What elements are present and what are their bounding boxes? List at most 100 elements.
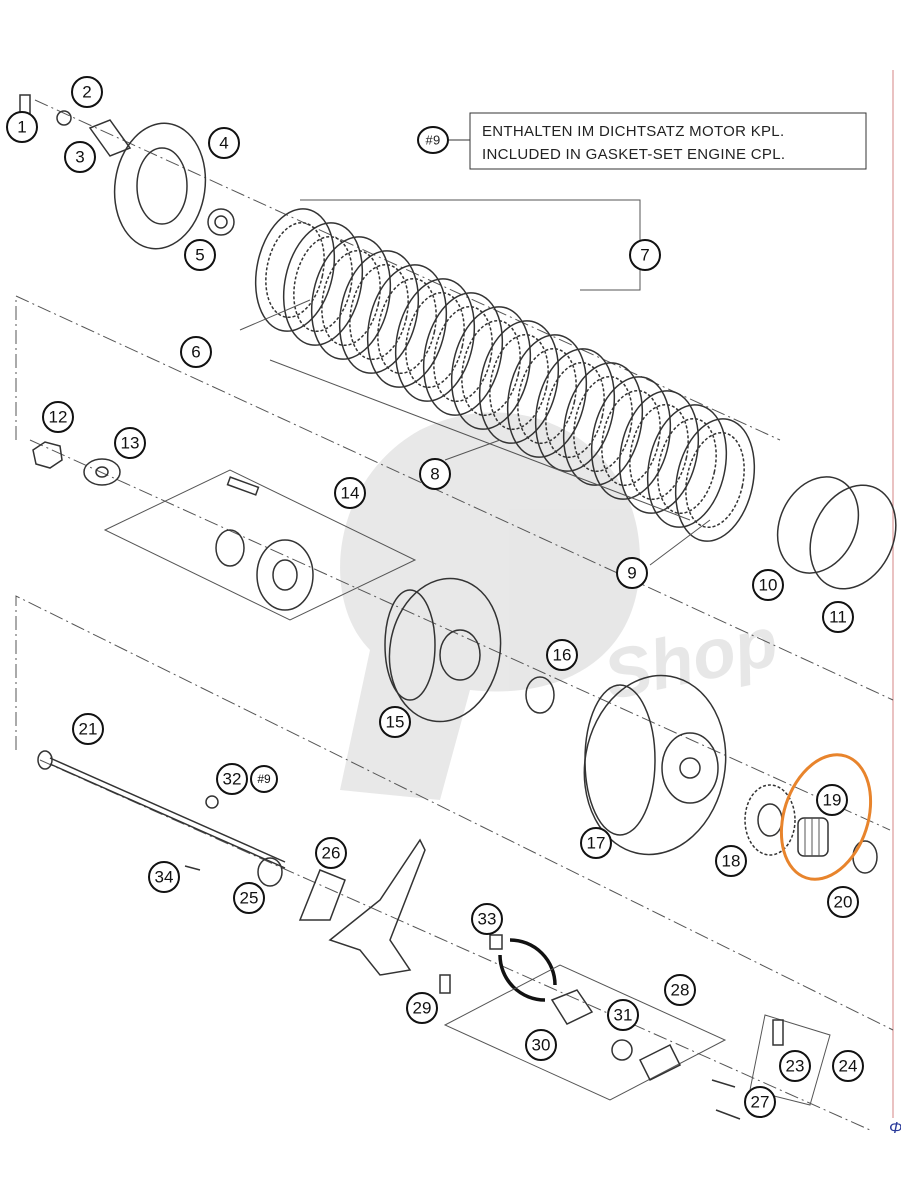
highlight-ring-part-19 (779, 753, 873, 881)
inner-clutch-hub (384, 577, 555, 723)
callout-circle (471, 903, 503, 935)
callout-11: 11 (822, 601, 854, 633)
callout-8: 8 (419, 458, 451, 490)
clutch-plate (310, 236, 392, 360)
callout-circle (715, 845, 747, 877)
hub-parts (32, 441, 417, 621)
clutch-plate (562, 362, 644, 486)
clutch-plate (573, 375, 633, 473)
callout-label: 30 (532, 1036, 551, 1055)
callout-circle (71, 76, 103, 108)
clutch-plate (338, 250, 420, 374)
callout-17: 17 (580, 827, 612, 859)
callout-circle (744, 1086, 776, 1118)
clutch-plate (601, 389, 661, 487)
clutch-plate (394, 278, 476, 402)
callout-circle (334, 477, 366, 509)
callout-circle (6, 111, 38, 143)
clutch-plate-stack (254, 208, 756, 542)
callout-label: 13 (121, 434, 140, 453)
clutch-plate (422, 292, 504, 416)
callout-label: 29 (413, 999, 432, 1018)
callout-18: 18 (715, 845, 747, 877)
clutch-basket (583, 674, 878, 874)
callout-circle (827, 886, 859, 918)
callout-label: 15 (386, 713, 405, 732)
callout-1: 1 (6, 111, 38, 143)
clutch-plate (293, 235, 353, 333)
callout-label: 11 (829, 608, 847, 627)
o-rings (776, 476, 897, 590)
clutch-plate (254, 208, 336, 332)
callout-label: 16 (553, 646, 572, 665)
callout-label: 27 (751, 1093, 770, 1112)
callout-circle (216, 763, 248, 795)
callout-27: 27 (744, 1086, 776, 1118)
callout-13: 13 (114, 427, 146, 459)
callout-15: 15 (379, 706, 411, 738)
callout-circle (208, 127, 240, 159)
callout-circle (114, 427, 146, 459)
clutch-plate (282, 222, 364, 346)
callout-29: 29 (406, 992, 438, 1024)
callout-label: 18 (722, 852, 741, 871)
callout-20: 20 (827, 886, 859, 918)
callout-12: 12 (42, 401, 74, 433)
callout-label: 6 (191, 343, 200, 362)
clutch-plate (685, 431, 745, 529)
callout-label: 23 (786, 1057, 805, 1076)
callout-label: 25 (240, 889, 259, 908)
clutch-plate (517, 347, 577, 445)
callout-circle (629, 239, 661, 271)
clutch-plate (674, 418, 756, 542)
callout-28: 28 (664, 974, 696, 1006)
callout-circle (180, 336, 212, 368)
clutch-plate (657, 417, 717, 515)
clutch-plate (433, 305, 493, 403)
callout-label: 28 (671, 981, 690, 1000)
callout-circle (525, 1029, 557, 1061)
callout-14: 14 (334, 477, 366, 509)
callout-circle (779, 1050, 811, 1082)
note-line-1: ENTHALTEN IM DICHTSATZ MOTOR KPL. (482, 123, 784, 140)
callout-25: 25 (233, 882, 265, 914)
clutch-plate (405, 291, 465, 389)
clutch-plate (646, 404, 728, 528)
callout-26: 26 (315, 837, 347, 869)
callout-21: 21 (72, 713, 104, 745)
callout-9: 9 (616, 557, 648, 589)
callout-19: 19 (816, 784, 848, 816)
callout-4: 4 (208, 127, 240, 159)
callout-circle (832, 1050, 864, 1082)
callout-label: 9 (627, 564, 636, 583)
callout-33: 33 (471, 903, 503, 935)
gasket-note: ENTHALTEN IM DICHTSATZ MOTOR KPL. INCLUD… (417, 112, 867, 170)
callout-label: 20 (834, 893, 853, 912)
note-line-2: INCLUDED IN GASKET-SET ENGINE CPL. (482, 146, 785, 163)
callout-label: 1 (17, 118, 26, 137)
clutch-plate (321, 249, 381, 347)
callout-label: 26 (322, 844, 341, 863)
note-ref: #9 (425, 133, 440, 148)
callout-label: 32 (223, 770, 242, 789)
callout-3: 3 (64, 141, 96, 173)
callout-label: 33 (478, 910, 497, 929)
lower-parts (37, 750, 831, 1120)
pressure-plate (19, 94, 235, 250)
callout-circle (250, 765, 278, 793)
clutch-plate (450, 306, 532, 430)
clutch-plate (478, 320, 560, 444)
callout-label: 14 (341, 484, 360, 503)
clutch-plate (349, 263, 409, 361)
callout-circle (72, 713, 104, 745)
callout-23: 23 (779, 1050, 811, 1082)
callout-label: 2 (82, 83, 91, 102)
callout-label: 3 (75, 148, 84, 167)
callout-circle (580, 827, 612, 859)
callout-circle (148, 861, 180, 893)
callout-16: 16 (546, 639, 578, 671)
callout-circle (233, 882, 265, 914)
callout-30: 30 (525, 1029, 557, 1061)
callout-circle (822, 601, 854, 633)
